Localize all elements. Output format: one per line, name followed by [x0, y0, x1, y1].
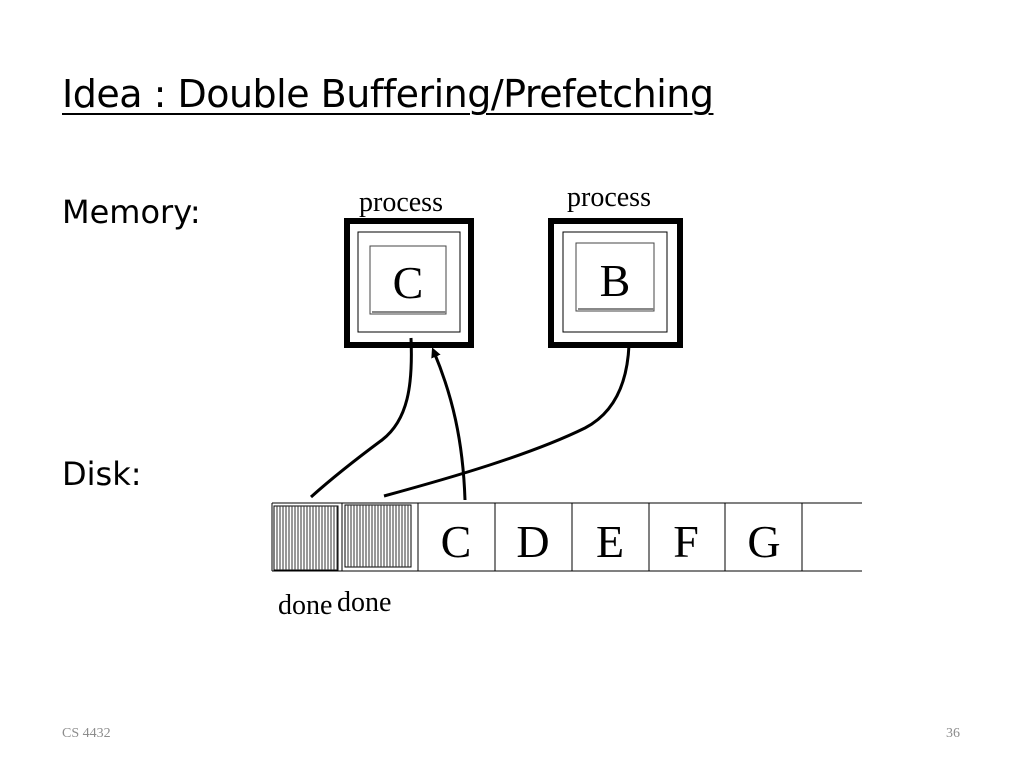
footer-course: CS 4432: [62, 726, 111, 741]
connector-buffer-b-to-done-2: [383, 344, 631, 498]
process-label-2: process: [567, 182, 651, 213]
memory-label: Memory:: [62, 193, 201, 231]
footer-page-number: 36: [946, 726, 960, 741]
memory-buffer-1: C: [344, 218, 474, 348]
memory-buffer-2: B: [548, 218, 683, 348]
disk-block-g: G: [747, 516, 780, 567]
connector-buffer-c-to-done-1: [309, 337, 413, 499]
done-block-2: [344, 504, 412, 568]
memory-buffer-2-content: B: [600, 255, 631, 306]
arrow-disk-c-to-buffer-c: [431, 347, 467, 501]
disk-block-c: C: [441, 516, 472, 567]
process-label-1: process: [359, 187, 443, 218]
disk-strip: C D E F G: [271, 502, 862, 572]
done-label-2: done: [337, 587, 392, 618]
disk-block-f: F: [673, 516, 699, 567]
disk-block-d: D: [516, 516, 549, 567]
done-label-1: done: [278, 590, 333, 621]
disk-label: Disk:: [62, 455, 142, 493]
slide-title: Idea : Double Buffering/Prefetching: [62, 72, 714, 116]
done-block-1: [273, 505, 339, 571]
memory-buffer-1-content: C: [393, 257, 424, 308]
disk-block-e: E: [596, 516, 624, 567]
